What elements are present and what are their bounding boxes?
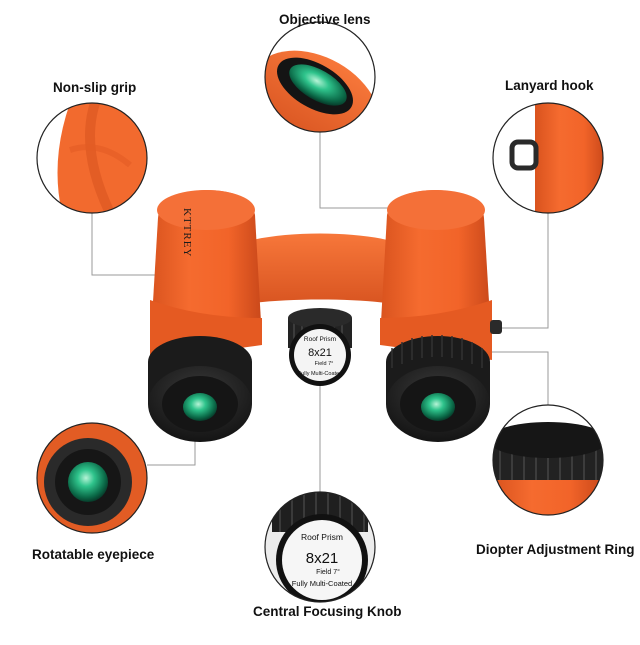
detail-knob-text-field: Field 7° xyxy=(316,568,340,576)
label-rotatable-eyepiece: Rotatable eyepiece xyxy=(32,547,155,562)
focus-knob: Roof Prism 8x21 Field 7° Fully Multi-Coa… xyxy=(288,308,352,386)
knob-text-coated: Fully Multi-Coated xyxy=(298,371,342,377)
detail-knob-text-model: 8x21 xyxy=(306,550,339,567)
bridge xyxy=(220,233,420,310)
knob-text-field: Field 7° xyxy=(315,361,334,367)
label-diopter-ring: Diopter Adjustment Ring xyxy=(476,542,635,557)
label-focus-knob: Central Focusing Knob xyxy=(253,604,402,619)
knob-text-roof-prism: Roof Prism xyxy=(304,336,336,343)
detail-focus-knob: Roof Prism 8x21 Field 7° Fully Multi-Coa… xyxy=(264,491,376,603)
detail-non-slip-grip xyxy=(36,102,148,214)
label-lanyard-hook: Lanyard hook xyxy=(505,78,594,93)
detail-rotatable-eyepiece xyxy=(36,422,148,534)
left-eyepiece xyxy=(148,336,252,442)
line-diopter xyxy=(482,351,549,405)
brand-logo-text: KTTREY xyxy=(181,208,193,257)
line-non-slip-grip xyxy=(91,213,158,276)
label-objective-lens: Objective lens xyxy=(279,12,371,27)
label-non-slip-grip: Non-slip grip xyxy=(53,80,137,95)
right-eyepiece xyxy=(386,335,490,442)
detail-knob-text-coated: Fully Multi-Coated xyxy=(292,579,352,588)
detail-knob-text-roof-prism: Roof Prism xyxy=(301,532,343,542)
detail-objective-lens xyxy=(264,21,376,133)
knob-text-model: 8x21 xyxy=(308,347,332,359)
detail-diopter-ring xyxy=(492,404,604,516)
detail-lanyard-hook xyxy=(492,102,604,214)
line-objective-lens xyxy=(319,132,390,209)
line-lanyard-hook xyxy=(500,213,549,329)
binocular-body: Roof Prism 8x21 Field 7° Fully Multi-Coa… xyxy=(148,190,502,442)
